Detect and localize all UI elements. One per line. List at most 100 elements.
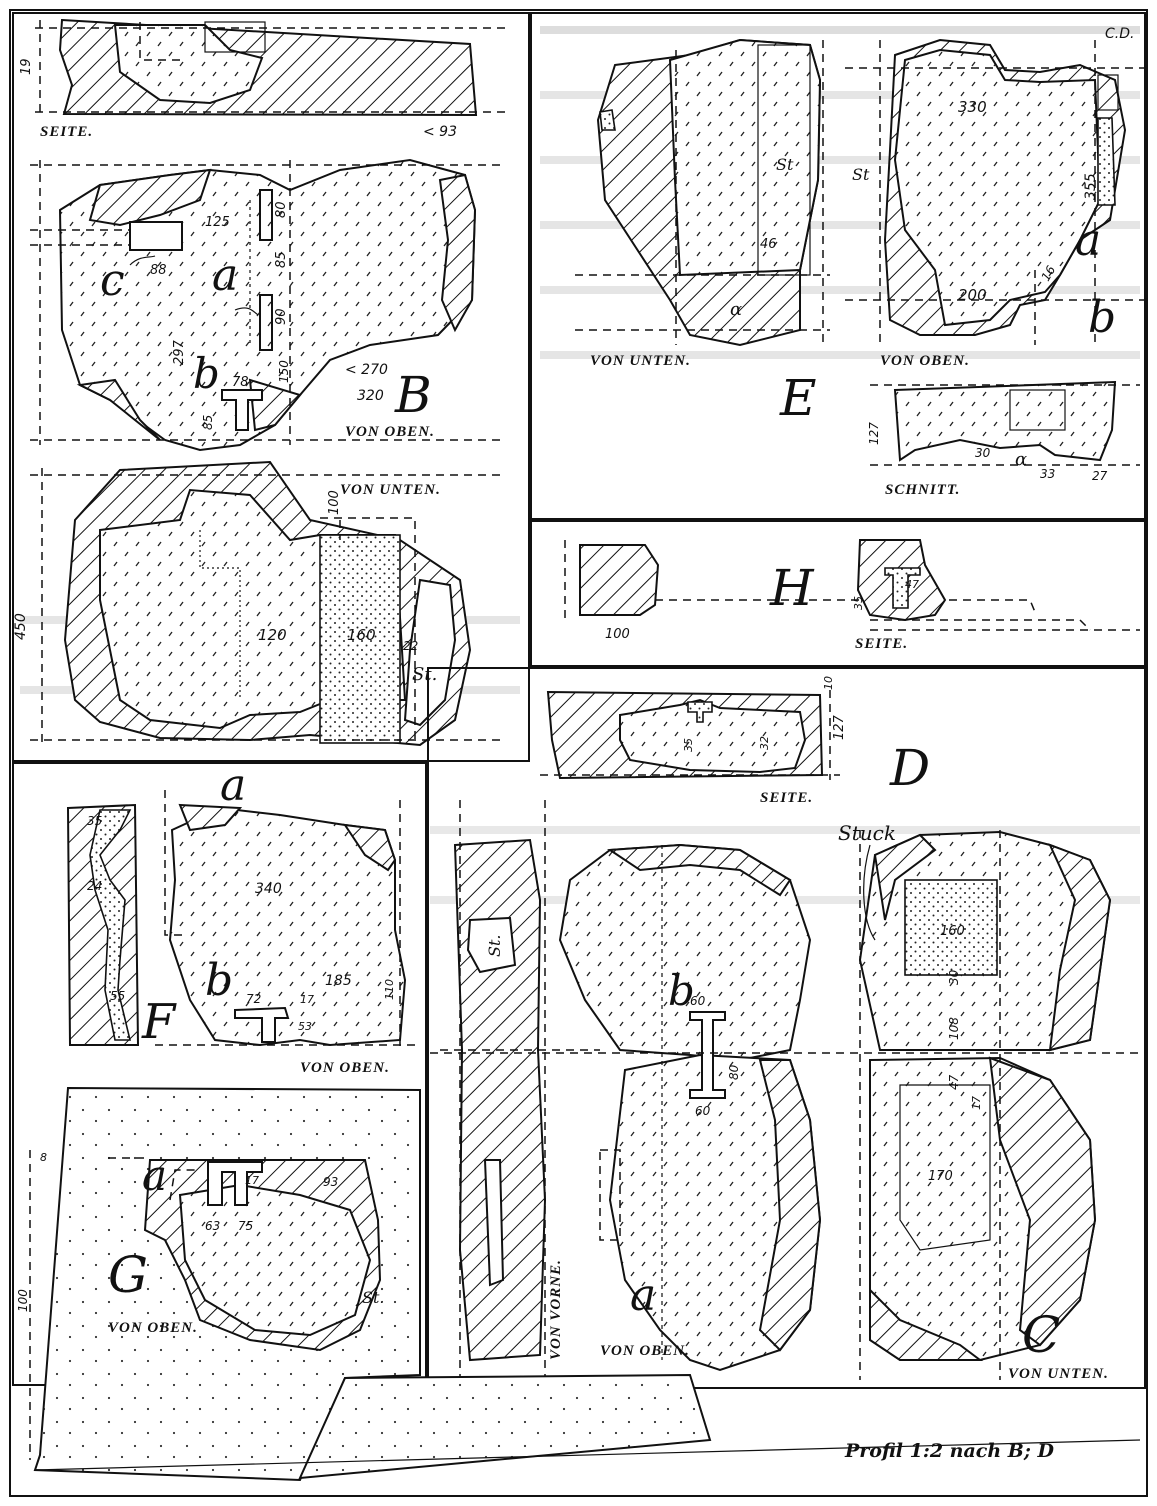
- svg-text:320: 320: [357, 388, 384, 404]
- svg-text:< 93: < 93: [423, 124, 457, 140]
- profile-caption: Profil 1:2 nach B; D: [844, 1440, 1054, 1462]
- svg-text:340: 340: [255, 881, 282, 897]
- panel-e: C.D. St 46 α VON UNTEN. 330 St 355 200 1…: [530, 12, 1146, 520]
- svg-text:30: 30: [947, 969, 961, 985]
- view-label-g-top: VON OBEN.: [108, 1320, 198, 1336]
- svg-text:35: 35: [87, 814, 102, 828]
- svg-text:80: 80: [274, 201, 289, 218]
- svg-text:330: 330: [958, 98, 987, 116]
- svg-text:200: 200: [958, 286, 987, 304]
- panel-f: 35 24 55 F a b 340 185 72 17 53 110 VON …: [12, 760, 427, 1386]
- svg-text:185: 185: [325, 973, 352, 989]
- panel-b-top-view: c a b 125 88 80 85 90 150 78 85 297 < 27…: [30, 158, 505, 452]
- svg-text:355: 355: [1083, 173, 1099, 200]
- svg-text:100: 100: [327, 490, 342, 515]
- panel-e-frame: [530, 12, 1146, 520]
- panel-h: 100 H 35 47 SEITE.: [530, 520, 1146, 667]
- panel-h-frame: [530, 520, 1146, 667]
- panel-b-frame: [12, 12, 530, 762]
- svg-text:160: 160: [940, 924, 965, 939]
- svg-text:78: 78: [232, 375, 249, 390]
- panel-letter-c: C: [1022, 1306, 1060, 1364]
- svg-text:St.: St.: [362, 1288, 384, 1307]
- svg-text:85: 85: [274, 251, 289, 268]
- svg-text:120: 120: [258, 626, 287, 644]
- svg-text:24: 24: [87, 879, 102, 893]
- page-border: [9, 9, 1148, 1497]
- svg-text:55: 55: [110, 989, 125, 1003]
- svg-text:46: 46: [760, 237, 777, 252]
- svg-text:30: 30: [975, 446, 991, 460]
- svg-text:17: 17: [245, 1174, 259, 1187]
- svg-text:22: 22: [403, 639, 418, 653]
- signature: C.D.: [1105, 26, 1134, 42]
- view-label-e-section: SCHNITT.: [885, 482, 960, 498]
- svg-text:297: 297: [172, 339, 187, 365]
- svg-text:63: 63: [205, 1219, 220, 1233]
- view-label-d-side: SEITE.: [760, 790, 813, 806]
- view-label-b-top: VON OBEN.: [345, 424, 435, 440]
- svg-text:170: 170: [928, 1169, 953, 1184]
- svg-text:32: 32: [758, 736, 771, 750]
- point-label-c: c: [100, 255, 125, 306]
- profile-outline-right: [298, 1373, 712, 1480]
- svg-text:35: 35: [682, 738, 695, 752]
- svg-text:93: 93: [323, 1175, 338, 1189]
- point-label-a: a: [212, 250, 238, 301]
- svg-text:100: 100: [605, 627, 630, 642]
- svg-text:St: St: [776, 155, 794, 174]
- panel-letter-d: D: [889, 739, 930, 797]
- svg-text:88: 88: [150, 263, 167, 278]
- panel-e-section: 127 30 α 33 27 SCHNITT.: [867, 380, 1140, 498]
- svg-text:35: 35: [852, 596, 865, 610]
- point-label-g-a: a: [142, 1151, 167, 1200]
- svg-text:108: 108: [947, 1017, 961, 1040]
- point-label-f-b: b: [205, 955, 233, 1006]
- view-label-b-bottom: VON UNTEN.: [340, 482, 441, 498]
- svg-text:75: 75: [238, 1219, 253, 1233]
- svg-text:90: 90: [274, 308, 289, 325]
- view-label-e-bottom: VON UNTEN.: [590, 353, 691, 369]
- panel-e-top-view: 330 St 355 200 16 a b VON OBEN.: [845, 38, 1145, 369]
- panel-letter-g: G: [108, 1246, 148, 1304]
- point-label-e-b: b: [1088, 292, 1116, 343]
- svg-text:27: 27: [1092, 469, 1108, 483]
- svg-text:127: 127: [867, 422, 881, 445]
- svg-text:47: 47: [947, 1074, 961, 1090]
- svg-text:17: 17: [970, 1096, 983, 1110]
- svg-text:72: 72: [246, 992, 261, 1006]
- svg-text:450: 450: [13, 613, 29, 640]
- panel-d-frame: [427, 667, 1146, 1389]
- svg-text:17: 17: [300, 993, 314, 1006]
- svg-text:33: 33: [1040, 467, 1055, 481]
- panel-letter-b: B: [394, 366, 432, 424]
- view-label-e-top: VON OBEN.: [880, 353, 970, 369]
- point-label-d-b: b: [668, 966, 695, 1015]
- svg-text:60: 60: [690, 994, 706, 1008]
- panel-c: Stuck 160 30 108 47 17 170 C VON UNTEN.: [430, 821, 1145, 1382]
- view-label-d-top: VON OBEN.: [600, 1343, 690, 1359]
- svg-text:α: α: [730, 299, 742, 320]
- panel-d-side-view: 127 10 35 32 D SEITE.: [540, 676, 930, 806]
- point-label-f-a: a: [220, 760, 246, 811]
- svg-text:60: 60: [695, 1104, 711, 1118]
- svg-text:53: 53: [298, 1020, 312, 1033]
- svg-text:125: 125: [205, 215, 230, 230]
- panel-d-c: 127 10 35 32 D SEITE. St. VON VORNE. 60: [427, 667, 1146, 1389]
- svg-text:47: 47: [905, 578, 919, 591]
- point-label-e-a: a: [1075, 215, 1101, 266]
- label-stuck: Stuck: [838, 821, 896, 845]
- svg-text:160: 160: [347, 626, 376, 644]
- panel-g: a 63 75 17 93 8 100 St. G VON OBEN.: [16, 1086, 1141, 1482]
- panel-e-bottom-view: St 46 α VON UNTEN.: [575, 38, 830, 369]
- svg-text:127: 127: [832, 714, 847, 740]
- panel-b-bottom-view: 450 100 120 160 22 St. VON UNTEN.: [13, 460, 505, 747]
- panel-letter-f: F: [141, 994, 177, 1050]
- svg-text:100: 100: [16, 1289, 30, 1312]
- svg-text:110: 110: [383, 979, 396, 1000]
- svg-text:St: St: [852, 165, 870, 184]
- svg-text:< 270: < 270: [345, 362, 388, 378]
- view-label-c-bottom: VON UNTEN.: [1008, 1366, 1109, 1382]
- view-label-f-top: VON OBEN.: [300, 1060, 390, 1076]
